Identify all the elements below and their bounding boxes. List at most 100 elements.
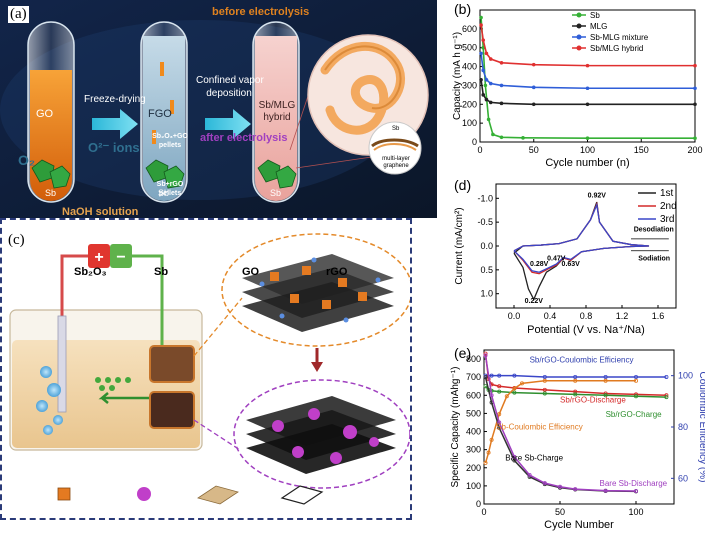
data-point <box>491 132 495 137</box>
legend-label: Sb-MLG mixture <box>590 33 649 42</box>
y-tick-label: 0.0 <box>480 241 493 251</box>
series-annotation: Sb/rGO-Charge <box>606 410 663 419</box>
synthesis-schematic-panel: GO FGO Sb/MLG hybrid Sb Sb Sb Freeze-dry… <box>0 0 437 218</box>
svg-text:+: + <box>94 249 103 266</box>
legend-label: Sb/MLG hybrid <box>590 44 643 53</box>
peak-annotation: 0.28V <box>530 261 549 268</box>
y-tick-label: 0 <box>476 499 481 509</box>
y-tick-label: 0.5 <box>480 265 493 275</box>
data-point <box>483 83 488 88</box>
x-tick-label: 100 <box>580 145 595 155</box>
x-tick-label: 0.4 <box>544 311 557 321</box>
data-point <box>633 394 638 399</box>
data-point <box>512 454 517 459</box>
data-point <box>633 374 638 379</box>
data-point <box>664 395 669 400</box>
series-line-0 <box>480 17 695 140</box>
series-line-3 <box>484 380 636 464</box>
y-right-tick-label: 80 <box>678 422 688 432</box>
y-tick-label: 1.0 <box>480 289 493 299</box>
data-point <box>484 97 489 102</box>
y-tick-label: 200 <box>466 463 481 473</box>
y-tick-label: 100 <box>466 481 481 491</box>
x-tick-label: 1.2 <box>616 311 629 321</box>
data-point <box>512 373 517 378</box>
data-point <box>558 484 563 489</box>
series-annotation: Sb-Coulombic Efficiency <box>496 423 583 432</box>
y-axis-label: Specific Capacity (mAhg⁻¹) <box>450 367 461 488</box>
go-sheet-stack <box>242 254 394 332</box>
y-tick-label: 100 <box>462 118 477 128</box>
o2-gas-label: O₂ <box>18 152 36 168</box>
data-point <box>542 374 547 379</box>
series-annotation: Sb/rGO-Coulombic Efficiency <box>530 356 634 365</box>
data-point <box>484 77 489 82</box>
data-point <box>693 102 697 107</box>
data-point <box>499 61 504 65</box>
series-annotation: Bare Sb-Discharge <box>600 479 668 488</box>
data-point <box>531 62 536 67</box>
series-line-2 <box>480 53 695 90</box>
y-tick-label: 200 <box>462 99 477 109</box>
x-tick-label: 50 <box>529 145 539 155</box>
rgo-sheet-stack <box>246 396 396 474</box>
data-point <box>603 378 608 383</box>
data-point <box>531 85 536 90</box>
tube-label-hybrid: Sb/MLG hybrid <box>258 100 296 123</box>
x-axis-label: Potential (V vs. Na⁺/Na) <box>527 324 645 336</box>
data-point <box>693 63 697 68</box>
data-point <box>479 15 483 20</box>
desodiation-label: Desodiation <box>634 227 674 234</box>
data-point <box>488 57 493 61</box>
legend-marker <box>576 45 582 51</box>
data-point <box>483 353 488 358</box>
data-point <box>483 375 488 380</box>
data-point <box>585 102 590 107</box>
legend-marker <box>576 34 582 40</box>
x-axis-label: Cycle Number <box>544 519 614 531</box>
x-tick-label: 50 <box>555 507 565 517</box>
data-point <box>573 389 578 394</box>
data-point <box>497 373 502 378</box>
inset-layer-label: multi-layer graphene <box>382 156 410 169</box>
x-tick-label: 0 <box>477 145 482 155</box>
data-point <box>520 381 525 386</box>
data-point <box>573 487 578 492</box>
tube-bottom-label-2: Sb <box>158 188 170 198</box>
anode-rod <box>57 315 67 413</box>
freeze-drying-arrow <box>92 109 138 139</box>
x-axis-label: Cycle number (n) <box>545 157 629 169</box>
panel-letter: (e) <box>454 345 471 361</box>
vapor-deposition-arrow <box>205 109 251 139</box>
data-point <box>585 63 590 68</box>
panel-a-letter: (a) <box>8 6 29 23</box>
battery-icon: + − <box>88 244 132 268</box>
y-tick-label: 300 <box>462 80 477 90</box>
after-electrolysis-label: after electrolysis <box>200 132 288 144</box>
magnified-inset <box>289 34 429 175</box>
y-right-tick-label: 60 <box>678 473 688 483</box>
panel-letter: (d) <box>454 177 471 193</box>
legend-label: 2nd <box>660 201 677 212</box>
data-point <box>521 136 525 140</box>
arrow-label-vapor-deposition: Confined vapor deposition <box>196 75 264 99</box>
series-annotation: Sb/rGO-Discharge <box>560 396 626 405</box>
x-tick-label: 150 <box>634 145 649 155</box>
data-point <box>484 51 489 56</box>
y-tick-label: 500 <box>466 408 481 418</box>
naoh-solution-label: NaOH solution <box>62 206 139 218</box>
y-tick-label: 300 <box>466 445 481 455</box>
data-point <box>499 135 504 140</box>
data-point <box>499 101 504 106</box>
ion-dots <box>95 377 131 391</box>
sb-rgo-pellet <box>149 391 195 429</box>
data-point <box>573 374 578 379</box>
data-point <box>527 473 532 478</box>
data-point <box>603 393 608 398</box>
series-line-5 <box>484 355 637 492</box>
test-tube-fgo <box>140 21 188 203</box>
svg-text:−: − <box>116 249 125 266</box>
data-point <box>481 68 486 73</box>
data-point <box>488 81 493 86</box>
